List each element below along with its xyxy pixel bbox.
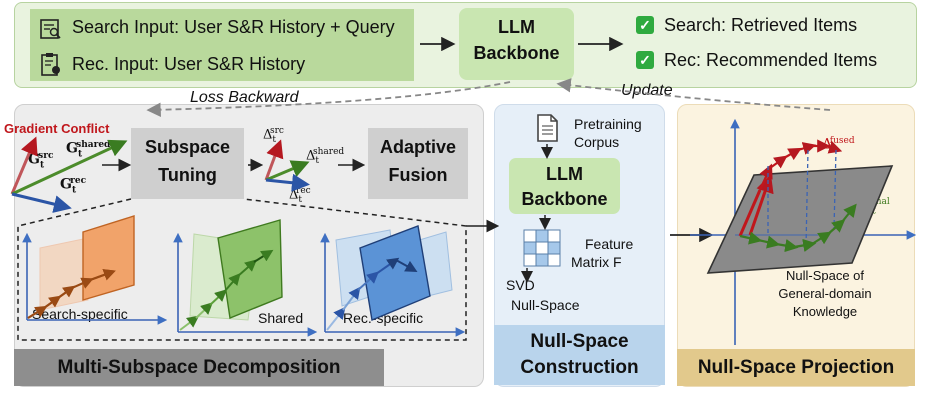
nsc-title-line2: Construction bbox=[520, 357, 639, 378]
g-rec-label: Gtrec bbox=[60, 176, 87, 196]
delta-src-top: Δtsrc bbox=[263, 126, 284, 145]
pretraining-line2: Corpus bbox=[574, 134, 620, 150]
feature-line2: Matrix F bbox=[571, 254, 622, 270]
g-src-label: Gtsrc bbox=[28, 151, 54, 171]
nsc-title-box bbox=[494, 325, 665, 385]
document-icon bbox=[537, 114, 558, 142]
delta-shared-top: Δtshared bbox=[306, 147, 345, 166]
subspace-line2: Tuning bbox=[158, 165, 217, 185]
llm-top-line1: LLM bbox=[498, 17, 535, 37]
pretraining-line1: Pretraining bbox=[574, 116, 642, 132]
search-specific-label: Search-specific bbox=[32, 306, 128, 322]
subspace-line1: Subspace bbox=[144, 137, 231, 157]
rec-input-label: Rec. Input: User S&R History bbox=[72, 54, 306, 74]
nsp-title: Null-Space Projection bbox=[697, 357, 895, 378]
llm-mid-line1: LLM bbox=[546, 164, 583, 184]
msd-title: Multi-Subspace Decomposition bbox=[57, 357, 341, 378]
search-document-icon bbox=[40, 19, 61, 39]
llm-backbone-top bbox=[459, 8, 574, 80]
clipboard-user-icon bbox=[41, 53, 60, 76]
delta-shared-plane: Δtshared bbox=[233, 270, 272, 289]
shared-label: Shared bbox=[258, 310, 304, 326]
adaptive-line2: Fusion bbox=[388, 165, 448, 185]
adaptive-line1: Adaptive bbox=[379, 137, 457, 157]
delta-rec-plane: Δtrec bbox=[372, 276, 394, 295]
delta-fused-label: Δtfused bbox=[822, 136, 855, 156]
delta-rec-top: Δtrec bbox=[289, 186, 311, 205]
check-icon-search: ✓ bbox=[636, 16, 654, 34]
svd-line1: SVD bbox=[506, 277, 535, 293]
nullspace-line3: Knowledge bbox=[792, 304, 858, 319]
nullspace-line2: General-domain bbox=[778, 286, 872, 301]
llm-mid-line2: Backbone bbox=[521, 189, 608, 209]
adaptive-fusion-box bbox=[368, 128, 468, 199]
rec-output-label: Rec: Recommended Items bbox=[664, 50, 878, 70]
delta-src-plane: Δtsrc bbox=[108, 270, 129, 289]
check-icon-rec: ✓ bbox=[636, 51, 654, 69]
subspace-tuning-box bbox=[131, 128, 244, 199]
feature-line1: Feature bbox=[585, 236, 634, 252]
update-label: Update bbox=[621, 82, 673, 99]
loss-backward-label: Loss Backward bbox=[190, 89, 299, 106]
input-box bbox=[30, 9, 414, 81]
msd-title-box bbox=[14, 349, 384, 386]
g-shared-label: Gtshared bbox=[66, 140, 111, 160]
feature-matrix-icon bbox=[523, 229, 561, 267]
nsp-panel bbox=[677, 104, 915, 387]
search-output-label: Search: Retrieved Items bbox=[664, 15, 858, 35]
svd-line2: Null-Space bbox=[511, 297, 580, 313]
delta-final-label: Δtfinal bbox=[862, 197, 890, 217]
llm-top-line2: Backbone bbox=[473, 43, 560, 63]
rec-specific-label: Rec.-specific bbox=[343, 310, 424, 326]
search-input-label: Search Input: User S&R History + Query bbox=[72, 17, 395, 37]
llm-backbone-mid bbox=[509, 158, 620, 214]
nullspace-line1: Null-Space of bbox=[785, 268, 865, 283]
nsc-title-line1: Null-Space bbox=[530, 331, 629, 352]
nsp-title-box bbox=[677, 349, 915, 386]
gradient-conflict-label: Gradient Conflict bbox=[4, 121, 110, 136]
